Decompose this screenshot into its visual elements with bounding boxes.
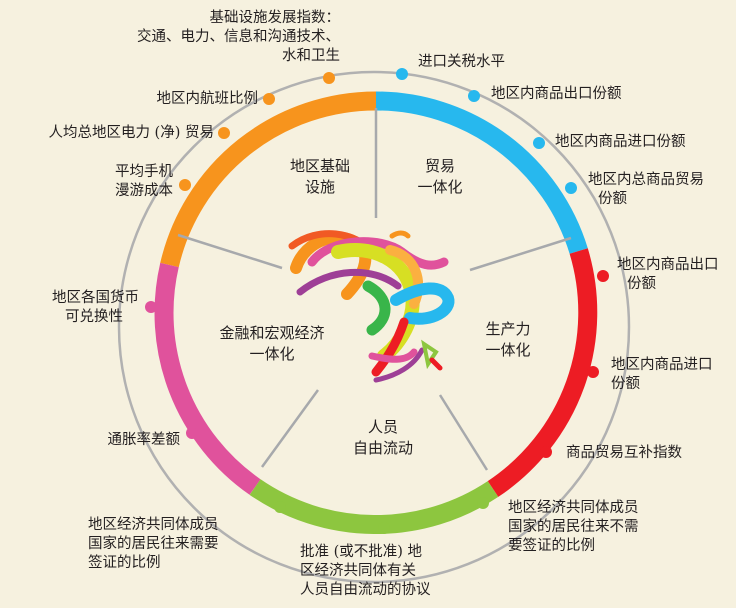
label-protocol: 批准 (或不批准) 地 区经济共同体有关 人员自由流动的协议 [300,543,476,600]
label-complementarity: 商品贸易互补指数 [566,445,682,461]
label-infra-index: 基础设施发展指数： 交通、电力、信息和沟通技术、 水和卫生 [100,9,340,66]
dot-prod-import [587,366,599,378]
label-roaming: 平均手机 漫游成本 [60,163,173,201]
africa-ribbon-logo [288,230,455,383]
label-total-trade-line2: 份额 [598,191,627,207]
label-visa-free: 地区经济共同体成员 国家的居民往来不需 要签证的比例 [508,499,688,556]
label-roaming-line2: 漫游成本 [115,183,173,199]
dot-tariff [396,68,408,80]
dot-import-share [533,137,545,149]
dot-protocol [378,522,390,534]
label-protocol-line2: 区经济共同体有关 [300,563,416,579]
label-infra-index-line3: 水和卫生 [282,48,340,64]
label-protocol-line3: 人员自由流动的协议 [300,582,431,598]
segment-infrastructure-label: 地区基础 设施 [272,156,368,198]
label-visa-required-line1: 地区经济共同体成员 [88,517,219,533]
segment-trade-line1: 贸易 [424,157,455,175]
dot-prod-export [597,270,609,282]
label-protocol-line1: 批准 (或不批准) 地 [300,544,423,560]
dot-complementarity [540,446,552,458]
outer-ring [117,70,631,584]
label-visa-required: 地区经济共同体成员 国家的居民往来需要 签证的比例 [88,516,268,573]
label-prod-export-line2: 份额 [627,276,656,292]
segment-trade-line2: 一体化 [417,178,463,196]
label-visa-free-line2: 国家的居民往来不需 [508,519,639,535]
dot-roaming [179,179,191,191]
dot-total-trade [565,182,577,194]
segment-trade-label: 贸易 一体化 [395,156,485,198]
label-electricity: 人均总地区电力 (净) 贸易 [48,125,214,141]
label-prod-export: 地区内商品出口 份额 [617,256,734,294]
segment-movement-line1: 人员 [367,418,398,436]
segment-infrastructure-line1: 地区基础 [289,157,350,175]
segment-finance-line1: 金融和宏观经济 [219,324,325,342]
arc-movement [249,479,499,535]
segment-production-line1: 生产力 [485,320,531,338]
label-export-share: 地区内商品出口份额 [491,86,622,102]
dot-inflation [186,427,198,439]
label-prod-import-line1: 地区内商品进口 [611,357,713,373]
label-convertibility-line2: 可兑换性 [65,309,123,325]
dot-export-share [468,90,480,102]
dot-visa-free [477,497,489,509]
label-roaming-line1: 平均手机 [115,164,173,180]
dot-visa-required [274,501,286,513]
segment-finance-line2: 一体化 [249,345,295,363]
divider-right [469,236,572,272]
segment-movement-line2: 自由流动 [352,439,413,457]
label-import-share: 地区内商品进口份额 [555,134,686,150]
divider-left [177,233,283,270]
dot-flights [263,93,275,105]
segment-movement-label: 人员 自由流动 [335,417,431,459]
divider-bottom-left [260,389,320,468]
label-prod-import: 地区内商品进口 份额 [611,356,734,394]
label-visa-required-line3: 签证的比例 [88,555,161,571]
segment-infrastructure-line2: 设施 [304,178,335,196]
label-prod-import-line2: 份额 [611,376,640,392]
label-visa-free-line1: 地区经济共同体成员 [508,500,639,516]
segment-production-label: 生产力 一体化 [468,319,548,361]
dot-convertibility [145,301,157,313]
arc-trade [375,91,588,254]
label-visa-free-line3: 要签证的比例 [508,538,595,554]
divider-bottom-right [438,394,489,471]
arc-finance [154,262,261,495]
label-tariff: 进口关税水平 [418,54,505,70]
dot-infra-index [323,72,335,84]
indicator-dots [145,68,609,534]
segment-finance-label: 金融和宏观经济 一体化 [204,323,340,365]
label-infra-index-line2: 交通、电力、信息和沟通技术、 [137,29,340,45]
label-infra-index-line1: 基础设施发展指数： [209,10,341,26]
arc-infrastructure [160,91,377,268]
label-total-trade-line1: 地区内总商品贸易 [588,172,704,188]
label-flights: 地区内航班比例 [156,91,259,107]
label-convertibility-line1: 地区各国货币 [52,290,139,306]
label-convertibility: 地区各国货币 可兑换性 [20,289,139,327]
segment-production-line2: 一体化 [485,341,531,359]
label-inflation: 通胀率差额 [107,432,181,448]
arc-production [487,248,598,497]
label-prod-export-line1: 地区内商品出口 [617,257,719,273]
label-visa-required-line2: 国家的居民往来需要 [88,536,219,552]
label-total-trade: 地区内总商品贸易 份额 [588,171,734,209]
dot-electricity [218,127,230,139]
